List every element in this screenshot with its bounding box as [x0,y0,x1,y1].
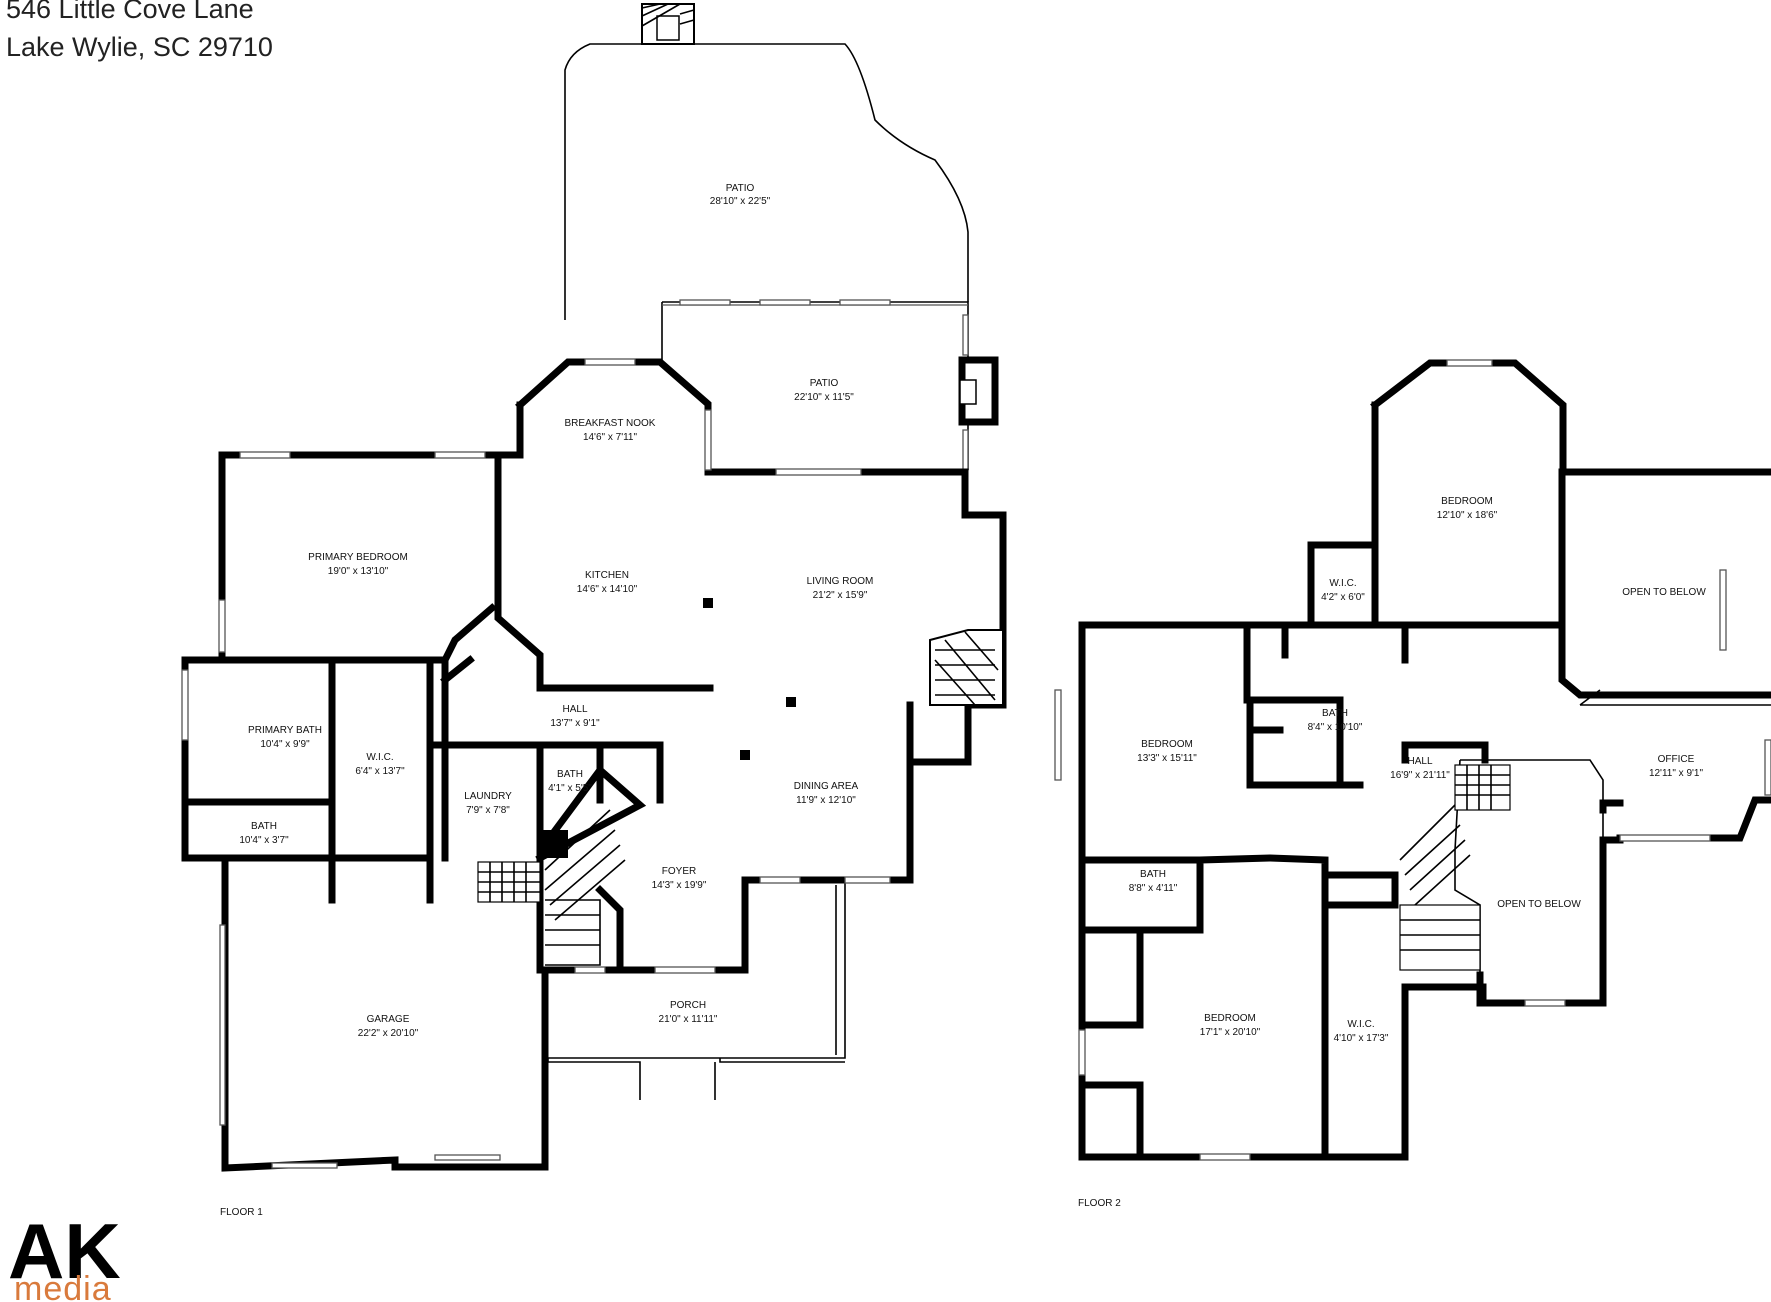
svg-text:22'2" x 20'10": 22'2" x 20'10" [358,1028,419,1039]
svg-text:22'10" x 11'5": 22'10" x 11'5" [794,392,854,403]
svg-text:7'9" x 7'8": 7'9" x 7'8" [466,805,510,816]
floor-1-plan: PATIO 28'10" x 22'5" PATIO 22'10" x 11'5… [181,3,1007,1218]
svg-text:10'4" x 3'7": 10'4" x 3'7" [239,835,289,846]
svg-text:16'9" x 21'11": 16'9" x 21'11" [1390,770,1450,781]
svg-text:BATH: BATH [557,769,583,780]
svg-text:FOYER: FOYER [662,866,696,877]
address-line-2: Lake Wylie, SC 29710 [6,32,273,62]
svg-text:HALL: HALL [1407,756,1432,767]
room-foyer: FOYER 14'3" x 19'9" [652,866,707,891]
svg-text:BEDROOM: BEDROOM [1441,496,1493,507]
svg-text:OPEN TO BELOW: OPEN TO BELOW [1497,899,1581,910]
svg-text:12'11" x 9'1": 12'11" x 9'1" [1649,768,1704,779]
address-line-1: 546 Little Cove Lane [6,0,254,24]
svg-text:BATH: BATH [1140,869,1166,880]
room-bath-lower: BATH 8'8" x 4'11" [1129,869,1178,894]
svg-text:PORCH: PORCH [670,1000,706,1011]
svg-text:BREAKFAST NOOK: BREAKFAST NOOK [565,418,656,429]
room-office: OFFICE 12'11" x 9'1" [1649,754,1704,779]
room-bath-mid: BATH 8'4" x 10'10" [1308,708,1363,733]
svg-text:GARAGE: GARAGE [367,1014,410,1025]
svg-text:W.I.C.: W.I.C. [1329,578,1356,589]
svg-text:BEDROOM: BEDROOM [1141,739,1193,750]
svg-text:W.I.C.: W.I.C. [366,752,393,763]
room-patio-upper: PATIO 28'10" x 22'5" [710,183,771,207]
room-garage: GARAGE 22'2" x 20'10" [358,1014,419,1039]
room-primary-bath: PRIMARY BATH 10'4" x 9'9" [248,725,322,750]
room-dining-area: DINING AREA 11'9" x 12'10" [794,781,859,806]
svg-text:KITCHEN: KITCHEN [585,570,629,581]
room-hall: HALL 13'7" x 9'1" [550,704,600,729]
svg-text:21'0" x 11'11": 21'0" x 11'11" [659,1014,718,1025]
svg-text:BATH: BATH [1322,708,1348,719]
svg-text:OFFICE: OFFICE [1658,754,1695,765]
floor-1-label: FLOOR 1 [220,1207,263,1218]
svg-text:8'4" x 10'10": 8'4" x 10'10" [1308,722,1363,733]
room-bedroom-top: BEDROOM 12'10" x 18'6" [1437,496,1498,521]
svg-text:PRIMARY BATH: PRIMARY BATH [248,725,322,736]
svg-text:6'4" x 13'7": 6'4" x 13'7" [355,766,405,777]
room-porch: PORCH 21'0" x 11'11" [659,1000,718,1025]
room-bath-small: BATH 4'1" x 5'5" [548,769,592,794]
stairs-floor-2 [1399,764,1511,971]
room-open-below-1: OPEN TO BELOW [1622,587,1706,598]
svg-text:12'10" x 18'6": 12'10" x 18'6" [1437,510,1498,521]
upper-patio-outline [564,43,969,320]
svg-text:13'3" x 15'11": 13'3" x 15'11" [1137,753,1197,764]
svg-text:13'7" x 9'1": 13'7" x 9'1" [550,718,600,729]
room-wic-top: W.I.C. 4'2" x 6'0" [1321,578,1365,603]
room-kitchen: KITCHEN 14'6" x 14'10" [577,570,638,595]
floor-2-plan: BEDROOM 12'10" x 18'6" W.I.C. 4'2" x 6'0… [1054,359,1771,1209]
room-patio-lower: PATIO 22'10" x 11'5" [794,378,854,403]
room-laundry: LAUNDRY 7'9" x 7'8" [464,791,512,816]
svg-text:11'9" x 12'10": 11'9" x 12'10" [796,795,856,806]
svg-text:21'2" x 15'9": 21'2" x 15'9" [813,590,868,601]
svg-text:BEDROOM: BEDROOM [1204,1013,1256,1024]
svg-text:4'1" x 5'5": 4'1" x 5'5" [548,783,592,794]
svg-text:10'4" x 9'9": 10'4" x 9'9" [260,739,310,750]
svg-text:AK: AK [8,1207,121,1295]
room-hall-2: HALL 16'9" x 21'11" [1390,756,1450,781]
svg-text:PRIMARY BEDROOM: PRIMARY BEDROOM [308,552,408,563]
svg-text:PATIO: PATIO [810,378,839,389]
svg-text:HALL: HALL [562,704,587,715]
svg-text:LIVING ROOM: LIVING ROOM [807,576,874,587]
svg-text:17'1" x 20'10": 17'1" x 20'10" [1200,1027,1261,1038]
ak-media-logo: AK media [8,1207,121,1302]
svg-text:OPEN TO BELOW: OPEN TO BELOW [1622,587,1706,598]
svg-text:DINING AREA: DINING AREA [794,781,859,792]
svg-text:14'6" x 14'10": 14'6" x 14'10" [577,584,638,595]
svg-text:4'2" x 6'0": 4'2" x 6'0" [1321,592,1365,603]
room-wic-bottom: W.I.C. 4'10" x 17'3" [1334,1019,1389,1044]
floor-2-label: FLOOR 2 [1078,1198,1121,1209]
room-open-below-2: OPEN TO BELOW [1497,899,1581,910]
room-bedroom-left: BEDROOM 13'3" x 15'11" [1137,739,1197,764]
svg-text:BATH: BATH [251,821,277,832]
room-breakfast-nook: BREAKFAST NOOK 14'6" x 7'11" [565,418,656,443]
room-primary-bedroom: PRIMARY BEDROOM 19'0" x 13'10" [308,552,408,577]
svg-text:PATIO: PATIO [726,183,755,194]
svg-text:W.I.C.: W.I.C. [1347,1019,1374,1030]
svg-text:4'10" x 17'3": 4'10" x 17'3" [1334,1033,1389,1044]
svg-text:28'10" x 22'5": 28'10" x 22'5" [710,196,771,207]
room-bedroom-bottom: BEDROOM 17'1" x 20'10" [1200,1013,1261,1038]
svg-text:LAUNDRY: LAUNDRY [464,791,512,802]
room-wic: W.I.C. 6'4" x 13'7" [355,752,405,777]
svg-text:8'8" x 4'11": 8'8" x 4'11" [1129,883,1178,894]
svg-text:14'6" x 7'11": 14'6" x 7'11" [583,432,638,443]
room-bath-primary: BATH 10'4" x 3'7" [239,821,289,846]
svg-text:19'0" x 13'10": 19'0" x 13'10" [328,566,389,577]
svg-text:media: media [14,1270,112,1302]
room-living-room: LIVING ROOM 21'2" x 15'9" [807,576,874,601]
svg-text:14'3" x 19'9": 14'3" x 19'9" [652,880,707,891]
stairs-floor-1 [477,809,626,966]
